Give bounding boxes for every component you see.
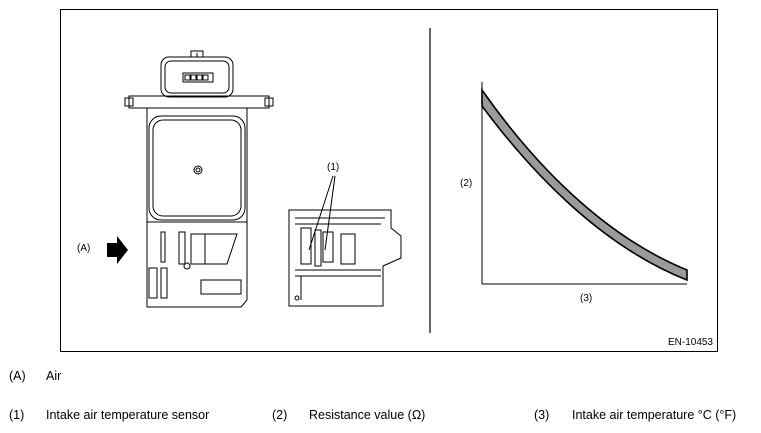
legend-item-1-text: Intake air temperature sensor xyxy=(46,408,210,422)
callout-3-label: (3) xyxy=(580,293,593,304)
resistance-temperature-graph xyxy=(481,82,688,285)
maf-sensor-illustration xyxy=(124,50,274,308)
legend-item-3-key: (3) xyxy=(534,408,550,422)
callout-1-label: (1) xyxy=(327,162,340,173)
figure-drawing xyxy=(107,28,688,333)
legend-a-key: (A) xyxy=(9,369,26,383)
callout-a-label: (A) xyxy=(77,243,91,254)
callout-2-label: (2) xyxy=(460,178,473,189)
legend-item-1-key: (1) xyxy=(9,408,25,422)
legend-item-2-key: (2) xyxy=(272,408,288,422)
legend-item-3-text: Intake air temperature °C (°F) xyxy=(572,408,737,422)
graph-curve-band xyxy=(481,87,688,282)
legend-a-text: Air xyxy=(46,369,62,383)
legend-a: (A) Air xyxy=(0,369,761,385)
legend-items: (1) Intake air temperature sensor (2) Re… xyxy=(0,408,761,424)
figure-frame: (A) (1) (2) (3) EN-10453 xyxy=(60,9,718,352)
figure-code: EN-10453 xyxy=(667,337,713,348)
sensor-detail-illustration xyxy=(288,175,402,307)
air-flow-arrow xyxy=(107,236,128,264)
legend-item-2-text: Resistance value (Ω) xyxy=(309,408,426,422)
